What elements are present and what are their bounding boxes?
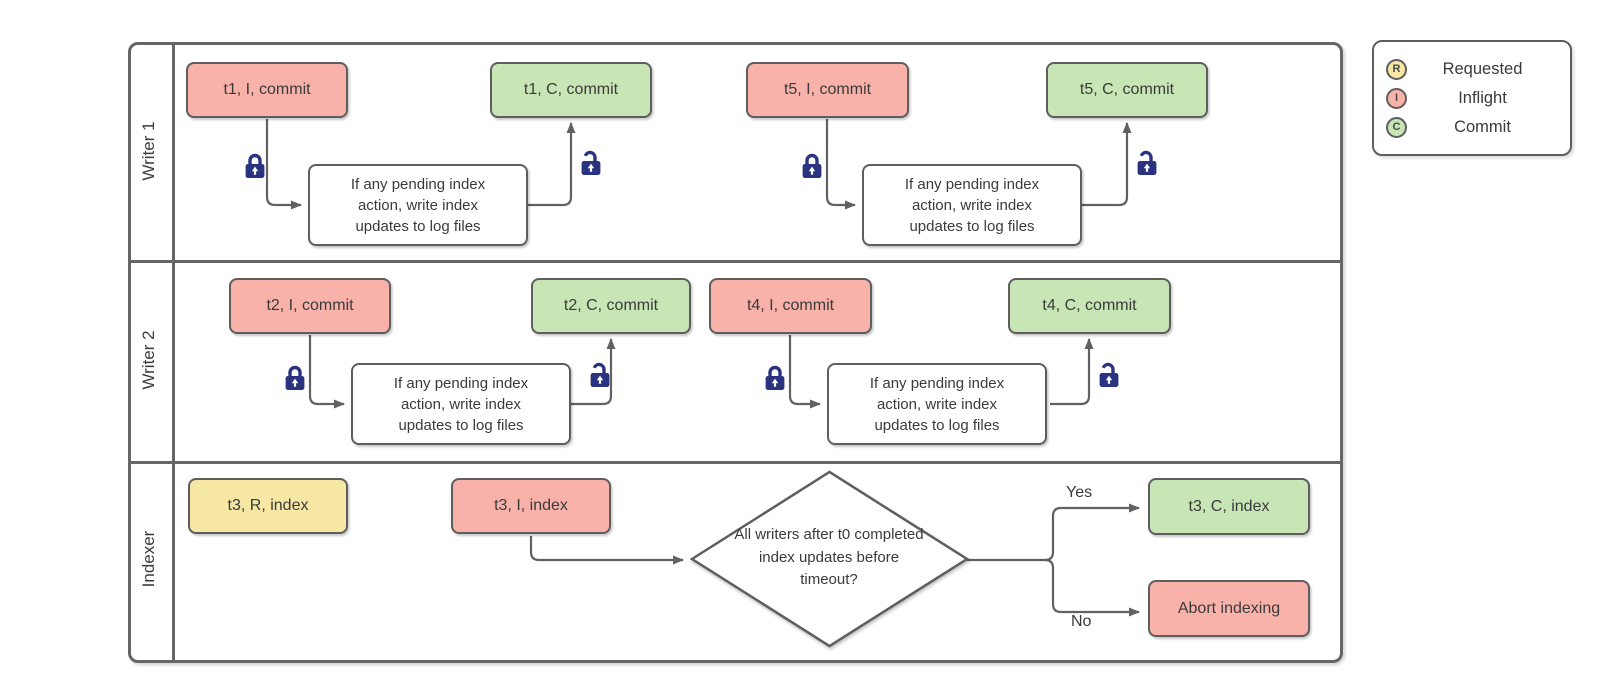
legend-label: Inflight	[1458, 88, 1507, 107]
node-t2-inflight: t2, I, commit	[229, 278, 391, 334]
node-t1-commit: t1, C, commit	[490, 62, 652, 118]
commit-badge-icon: C	[1386, 116, 1407, 138]
process-note-text: If any pending index action, write index…	[350, 175, 486, 235]
legend-label: Requested	[1442, 59, 1523, 78]
node-t5-commit: t5, C, commit	[1046, 62, 1208, 118]
process-note-box-4: If any pending index action, write index…	[827, 363, 1047, 445]
node-t3-requested: t3, R, index	[188, 478, 348, 534]
lock-open-icon	[575, 149, 601, 176]
legend-item-inflight: I Inflight	[1386, 86, 1558, 111]
no-label: No	[1071, 613, 1092, 630]
lock-open-icon	[584, 361, 610, 388]
inflight-badge-icon: I	[1386, 87, 1407, 109]
process-note-text: If any pending index action, write index…	[393, 374, 529, 434]
node-t4-commit: t4, C, commit	[1008, 278, 1171, 334]
node-t1-inflight: t1, I, commit	[186, 62, 348, 118]
yes-label: Yes	[1066, 484, 1093, 501]
process-note-text: If any pending index action, write index…	[869, 374, 1005, 434]
legend: R Requested I Inflight C Commit	[1372, 40, 1572, 156]
lock-closed-icon	[801, 152, 827, 179]
lock-closed-icon	[284, 364, 310, 391]
lane-label-indexer: Indexer	[139, 530, 158, 588]
legend-item-requested: R Requested	[1386, 57, 1558, 82]
lane-label-writer1: Writer 1	[139, 121, 158, 181]
lane-separator-1	[131, 260, 1340, 263]
node-t3-inflight: t3, I, index	[451, 478, 611, 534]
node-t3-commit: t3, C, index	[1148, 478, 1310, 535]
process-note-box-1: If any pending index action, write index…	[308, 164, 528, 246]
lane-label-column	[131, 45, 175, 660]
lane-label-writer2: Writer 2	[139, 330, 158, 390]
node-abort-indexing: Abort indexing	[1148, 580, 1310, 637]
lock-open-icon	[1093, 361, 1119, 388]
process-note-text: If any pending index action, write index…	[904, 175, 1040, 235]
lock-closed-icon	[244, 152, 270, 179]
process-note-box-2: If any pending index action, write index…	[862, 164, 1082, 246]
legend-item-commit: C Commit	[1386, 115, 1558, 140]
process-note-box-3: If any pending index action, write index…	[351, 363, 571, 445]
lane-separator-2	[131, 461, 1340, 464]
lock-open-icon	[1131, 149, 1157, 176]
node-t2-commit: t2, C, commit	[531, 278, 691, 334]
legend-label: Commit	[1454, 117, 1511, 136]
decision-question: All writers after t0 completed index upd…	[734, 526, 924, 588]
lock-closed-icon	[764, 364, 790, 391]
requested-badge-icon: R	[1386, 58, 1407, 80]
node-t5-inflight: t5, I, commit	[746, 62, 909, 118]
node-t4-inflight: t4, I, commit	[709, 278, 872, 334]
